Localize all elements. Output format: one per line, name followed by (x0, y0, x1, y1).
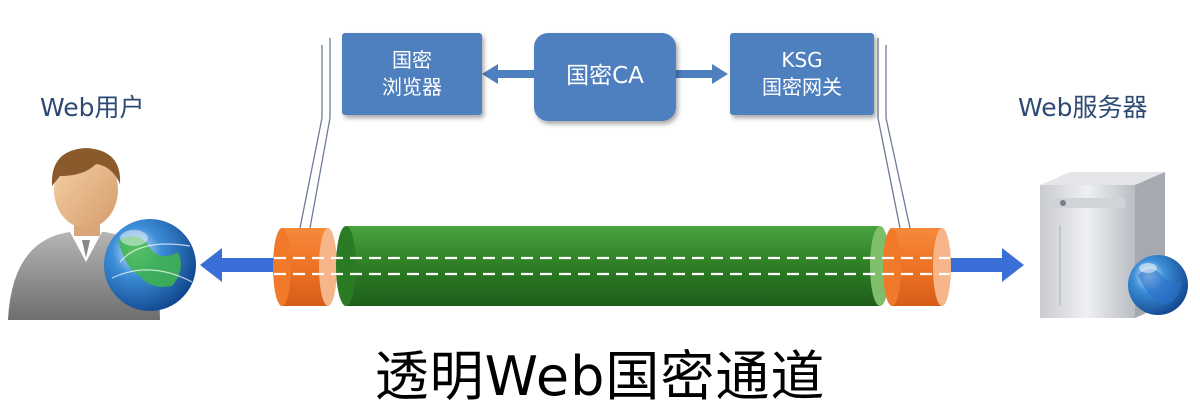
left-bracket-lines (299, 38, 331, 229)
gm-browser-line1: 国密 (392, 48, 432, 72)
right-blue-arrow (948, 248, 1024, 282)
ca-to-gateway-arrow (676, 64, 728, 84)
gm-ca-label: 国密CA (566, 63, 644, 90)
right-orange-cylinder (883, 228, 951, 306)
ksg-gateway-box: KSG 国密网关 (730, 33, 874, 115)
web-user-label: Web用户 (40, 93, 145, 122)
ksg-gateway-line2: 国密网关 (762, 75, 842, 99)
ksg-gateway-line1: KSG (781, 48, 823, 72)
diagram-title: 透明Web国密通道 (374, 345, 826, 408)
gm-ca-box: 国密CA (534, 33, 676, 121)
server-globe-icon (1040, 172, 1188, 318)
ca-to-browser-arrow (482, 64, 536, 84)
left-orange-cylinder (273, 228, 337, 306)
user-globe-icon (8, 148, 196, 320)
right-bracket-lines (877, 38, 911, 229)
gm-browser-line2: 浏览器 (382, 75, 442, 99)
green-tunnel (336, 226, 890, 306)
gm-browser-box: 国密 浏览器 (342, 33, 482, 115)
web-server-label: Web服务器 (1018, 93, 1148, 122)
left-blue-arrow (200, 248, 280, 282)
